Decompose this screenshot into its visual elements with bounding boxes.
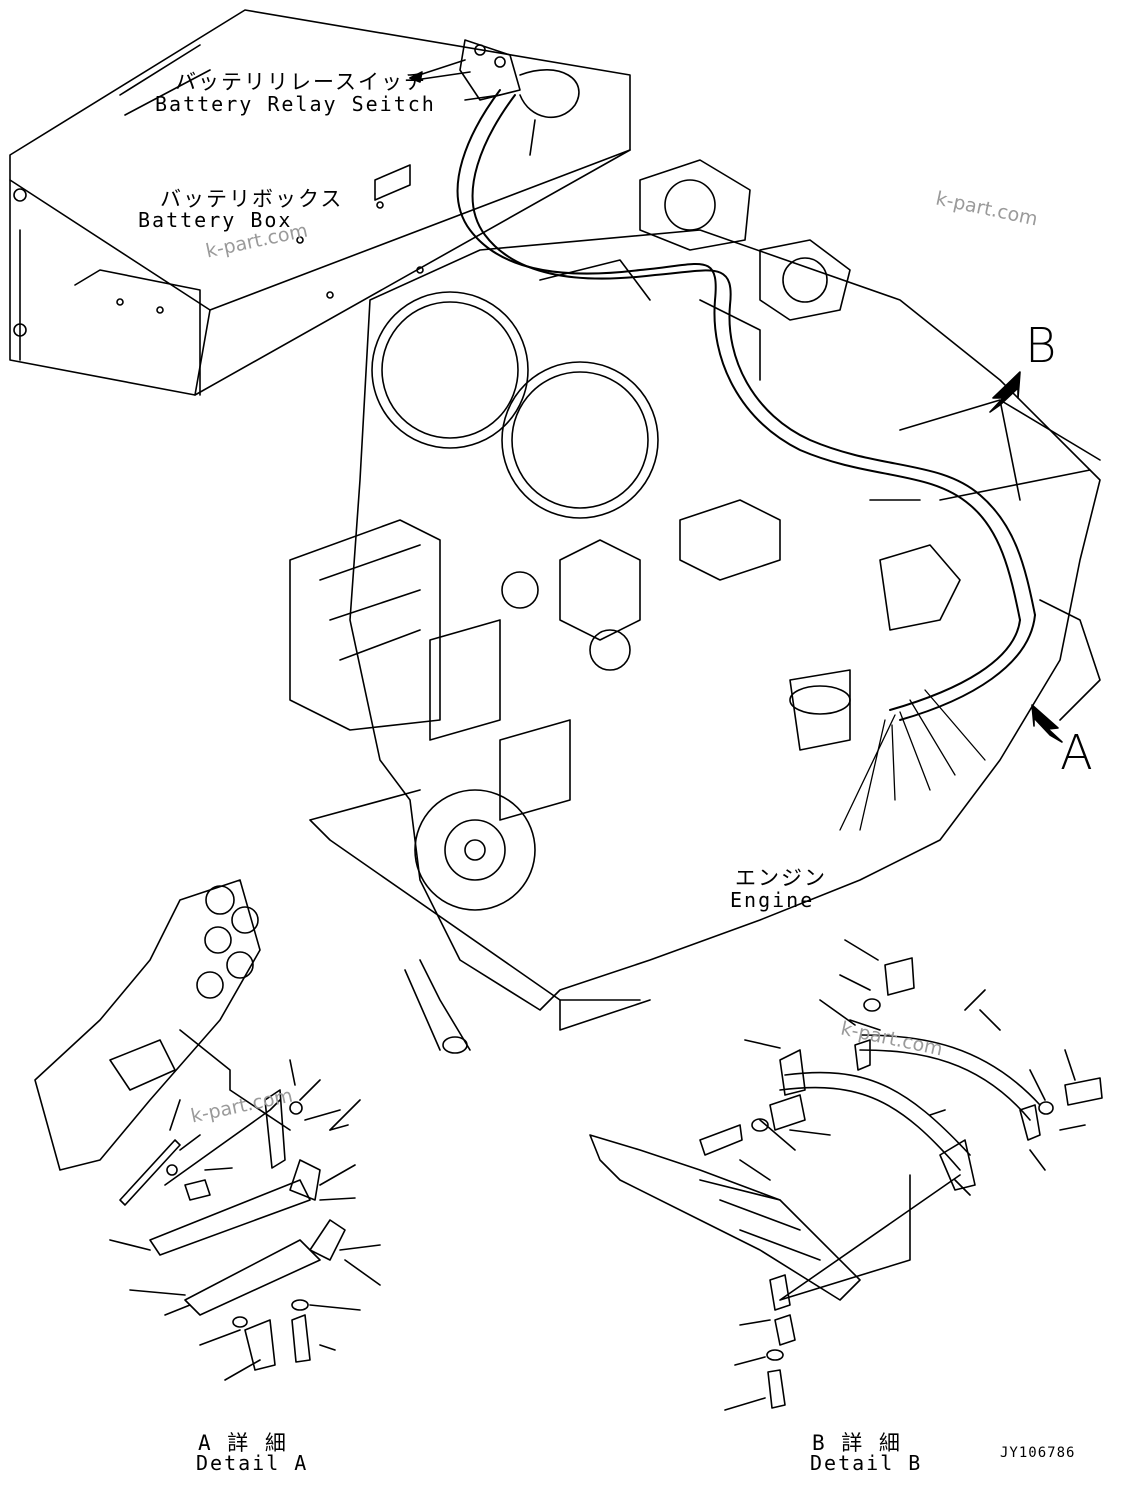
battery-box-jp-label: バッテリボックス — [160, 187, 344, 211]
leader-lines — [839, 689, 986, 831]
cable-harness — [456, 89, 1036, 721]
detail-b-assembly — [589, 939, 1103, 1411]
engine-en-label: Engine — [730, 888, 815, 912]
detail-a-assembly — [34, 879, 381, 1381]
detail-b-en-label: Detail B — [810, 1451, 923, 1475]
battery-box-en-label: Battery Box — [138, 208, 293, 232]
engine — [289, 159, 1101, 1054]
detail-a-en-label: Detail A — [196, 1451, 309, 1475]
view-arrow-a — [1031, 704, 1063, 743]
battery-relay-switch — [409, 39, 580, 156]
engine-jp-label: エンジン — [735, 866, 827, 890]
battery-relay-en-label: Battery Relay Seitch — [155, 92, 436, 116]
detail-b-jp-label: B 詳 細 — [812, 1431, 902, 1455]
view-marker-b: B — [1025, 318, 1057, 374]
detail-a-jp-label: A 詳 細 — [198, 1431, 288, 1455]
drawing-code: JY106786 — [1000, 1445, 1076, 1461]
battery-box — [9, 9, 631, 396]
view-arrow-b — [989, 371, 1021, 413]
battery-relay-jp-label: バッテリリレースイッチ — [175, 70, 427, 94]
view-marker-a: A — [1060, 725, 1093, 781]
